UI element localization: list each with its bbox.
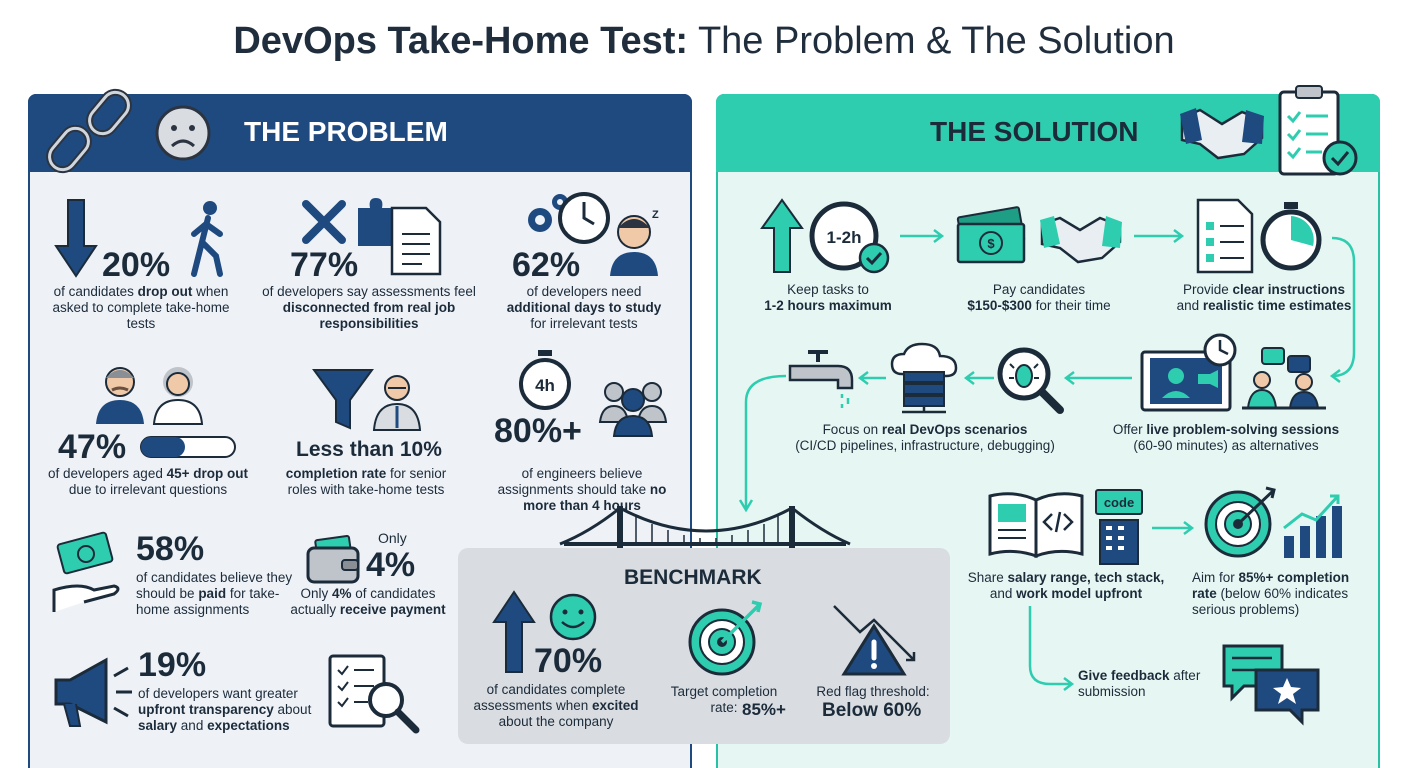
arrow-left-1 — [1063, 371, 1132, 385]
sad-face-icon — [155, 105, 211, 161]
faucet-icon — [788, 350, 854, 408]
step-3-desc: Provide clear instructions and realistic… — [1176, 282, 1352, 313]
bridge-icon — [559, 506, 851, 554]
benchmark-target-icon — [688, 600, 763, 676]
handshake-icon — [1180, 108, 1264, 160]
step-4-desc: Focus on real DevOps scenarios (CI/CD pi… — [795, 422, 1055, 453]
hand-money-icon — [52, 531, 120, 612]
clipboard-check-icon — [1278, 85, 1358, 176]
walking-person-icon — [191, 201, 223, 277]
stat-58-value: 58% — [136, 530, 205, 568]
benchmark-70-desc: of candidates complete assessments when … — [473, 682, 639, 729]
step-1-desc: Keep tasks to 1-2 hours maximum — [764, 282, 892, 313]
step-8-desc: Give feedback after submission — [1078, 668, 1201, 699]
timer-icon — [1260, 202, 1322, 271]
down-arrow-icon — [54, 199, 98, 278]
older-woman-icon — [152, 367, 204, 425]
stat-62-desc: of developers need additional days to st… — [506, 284, 662, 331]
stopwatch-icon: 4h — [519, 350, 571, 410]
problem-header — [28, 94, 692, 172]
money-icon: $ — [956, 206, 1026, 264]
benchmark-redflag-value: Below 60% — [822, 700, 922, 721]
feedback-bubbles-icon — [1222, 644, 1320, 726]
broken-chain-icon — [46, 88, 132, 174]
stat-10-desc: completion rate for senior roles with ta… — [285, 466, 447, 497]
instructions-doc-icon — [1196, 198, 1254, 274]
code-label: code — [1104, 495, 1134, 510]
target-icon — [1204, 486, 1276, 558]
stat-80-desc: of engineers believe assignments should … — [497, 466, 667, 513]
open-book-icon — [988, 492, 1084, 559]
older-man-icon — [96, 367, 144, 424]
benchmark-redflag-label: Red flag threshold: — [816, 684, 930, 699]
progress-bar — [140, 436, 236, 458]
clock-4h-label: 4h — [535, 376, 555, 395]
arrow-down-right — [1028, 606, 1075, 691]
video-call-icon — [1140, 333, 1237, 412]
bug-search-icon — [997, 347, 1064, 414]
stat-77-desc: of developers say assessments feel disco… — [262, 284, 476, 331]
stat-62-value: 62% — [512, 246, 581, 284]
page-title: DevOps Take-Home Test: The Problem & The… — [233, 20, 1175, 62]
handshake-small-icon — [1040, 216, 1122, 264]
arrow-right-3 — [1152, 521, 1195, 535]
up-arrow-icon — [760, 198, 804, 273]
svg-text:$: $ — [987, 236, 995, 251]
megaphone-icon — [54, 657, 132, 727]
arrow-right-1 — [900, 229, 945, 243]
step-2-desc: Pay candidates $150-$300 for their time — [967, 282, 1111, 313]
stat-47-value: 47% — [58, 428, 127, 466]
solution-heading: THE SOLUTION — [930, 116, 1139, 147]
stat-19-value: 19% — [138, 646, 207, 684]
x-mark-icon — [302, 200, 346, 244]
stat-20-desc: of candidates drop out when asked to com… — [52, 284, 230, 331]
stat-58-desc: of candidates believe they should be pai… — [136, 570, 293, 617]
step-6-desc: Share salary range, tech stack, and work… — [967, 570, 1165, 601]
code-building-icon: code — [1095, 489, 1143, 565]
smiley-icon — [549, 593, 597, 641]
benchmark-target-value: 85%+ — [742, 700, 786, 719]
wallet-icon — [306, 534, 360, 584]
growth-chart-icon — [1283, 494, 1342, 558]
stat-47-desc: of developers aged 45+ drop out due to i… — [48, 466, 248, 497]
clock-icon — [558, 192, 610, 244]
stat-4-only: Only — [378, 530, 407, 546]
funnel-icon — [312, 369, 374, 430]
arrow-down-left — [738, 374, 787, 513]
stat-80-value: 80%+ — [494, 412, 582, 450]
document-icon — [390, 206, 442, 276]
arrow-right-2 — [1134, 229, 1185, 243]
benchmark-heading: BENCHMARK — [624, 566, 762, 589]
stat-77-value: 77% — [290, 246, 359, 284]
senior-person-icon — [372, 375, 422, 431]
stat-19-desc: of developers want greater upfront trans… — [138, 686, 312, 733]
benchmark-70-value: 70% — [534, 642, 603, 680]
benchmark-up-arrow-icon — [492, 590, 536, 673]
arrow-left-2 — [857, 371, 886, 385]
benchmark-target-label: Target completion rate: — [670, 684, 778, 715]
stat-4-desc: Only 4% of candidates actually receive p… — [290, 586, 446, 617]
stat-4-value: 4% — [366, 546, 416, 584]
warning-icon — [833, 605, 916, 676]
meeting-people-icon — [1242, 347, 1326, 410]
solution-header — [716, 94, 1380, 172]
arrow-down-curve — [1329, 236, 1356, 383]
svg-text:Z: Z — [652, 209, 659, 221]
arrow-left-3 — [963, 371, 994, 385]
cloud-server-icon — [890, 342, 958, 414]
stat-10-value: Less than 10% — [296, 438, 442, 461]
clock-check-icon: 1-2h — [809, 201, 890, 274]
problem-heading: THE PROBLEM — [244, 116, 448, 147]
clock-1-2h-label: 1-2h — [827, 228, 862, 247]
step-7-desc: Aim for 85%+ completion rate (below 60% … — [1192, 570, 1350, 617]
tired-person-icon: Z — [610, 209, 659, 276]
stat-20-value: 20% — [102, 246, 171, 284]
step-5-desc: Offer live problem-solving sessions (60-… — [1112, 422, 1340, 453]
checklist-search-icon — [328, 654, 420, 734]
group-icon — [598, 382, 668, 437]
